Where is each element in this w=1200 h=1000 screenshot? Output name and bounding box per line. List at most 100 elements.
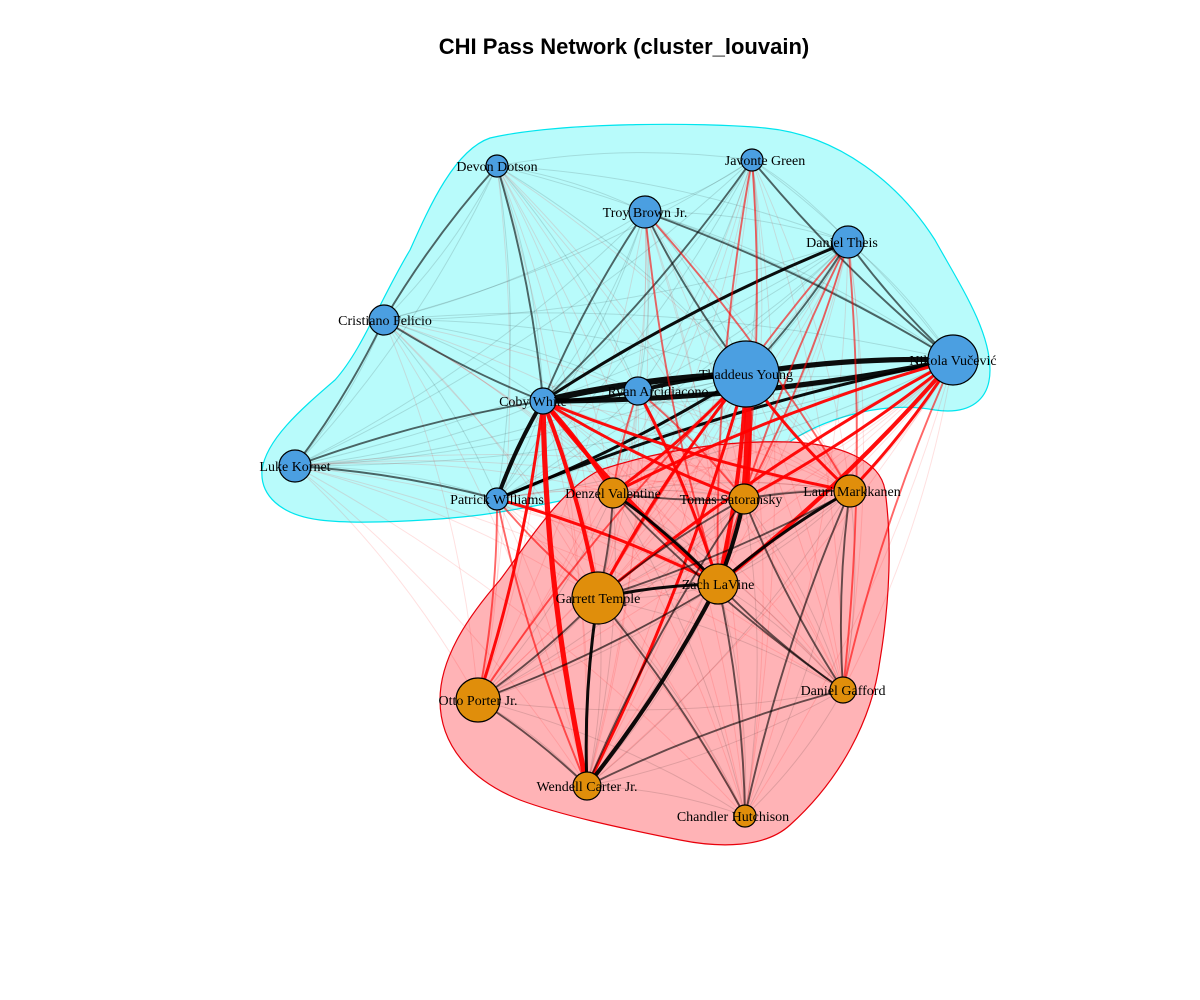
background-edge (644, 211, 746, 817)
background-edge (744, 159, 776, 817)
background-edge (383, 319, 498, 500)
background-edge (496, 165, 746, 817)
label-troy-brown-jr: Troy Brown Jr. (603, 206, 688, 221)
pass-edge-garrett-temple-lauri-markkanen (597, 490, 851, 599)
background-edge (496, 165, 747, 375)
background-edge (586, 785, 746, 817)
background-edge (383, 312, 954, 361)
background-edge (294, 454, 851, 492)
background-edge (612, 159, 753, 494)
background-edge (294, 159, 753, 467)
background-edge (294, 465, 719, 585)
pass-edge-tomas-satoransky-wendell-carter-jr (586, 498, 745, 787)
background-edge (496, 165, 639, 392)
label-javonte-green: Javonte Green (725, 154, 805, 169)
node-daniel-gafford (829, 676, 857, 704)
page-title: CHI Pass Network (cluster_louvain) (438, 34, 810, 59)
pass-edge-devon-dotson-cristiano-felicio (383, 165, 498, 321)
background-edge (842, 241, 864, 691)
background-edge (496, 165, 511, 500)
background-edge (744, 689, 844, 817)
pass-edge-wendell-carter-jr-daniel-gafford (586, 689, 844, 787)
background-edge (496, 359, 954, 500)
pass-edge-daniel-theis-garrett-temple (597, 241, 849, 599)
background-edge (477, 498, 499, 701)
background-edge (294, 465, 588, 787)
pass-edge-coby-white-troy-brown-jr (542, 211, 646, 402)
pass-edge-thaddeus-young-otto-porter-jr (477, 373, 747, 701)
background-edge (542, 400, 719, 585)
background-edge (383, 165, 498, 321)
background-edge (745, 373, 844, 691)
background-edge (496, 241, 849, 500)
node-javonte-green (740, 148, 764, 172)
background-edge (477, 165, 511, 701)
background-edge (496, 165, 544, 402)
background-edge (496, 165, 646, 213)
background-edge (383, 319, 639, 392)
background-edge (612, 211, 647, 494)
background-edge (383, 319, 479, 701)
pass-edge-patrick-williams-wendell-carter-jr (496, 498, 588, 787)
background-edge (294, 319, 385, 467)
node-thaddeus-young (712, 340, 780, 408)
background-edge (383, 319, 614, 494)
background-edge (717, 241, 849, 585)
background-edge (542, 211, 646, 402)
background-edge (294, 465, 844, 691)
background-edge (644, 211, 954, 361)
background-edge (597, 597, 844, 691)
background-edge (496, 165, 614, 494)
node-coby-white (529, 387, 557, 415)
label-luke-kornet: Luke Kornet (259, 460, 330, 475)
background-edge (597, 211, 647, 599)
node-chandler-hutchison (733, 804, 757, 828)
node-daniel-theis (831, 225, 865, 259)
background-edge (496, 165, 599, 599)
node-zach-lavine (697, 563, 739, 605)
pass-edge-coby-white-cristiano-felicio (383, 319, 544, 402)
background-edge (751, 159, 851, 492)
player-nodes (278, 148, 979, 828)
label-ryan-arcidiacono: Ryan Arcidiacono (608, 385, 709, 400)
background-edge (383, 319, 544, 402)
background-edge (744, 241, 849, 817)
pass-edge-daniel-theis-tomas-satoransky (743, 241, 849, 500)
pass-edge-lauri-markkanen-daniel-gafford (839, 490, 851, 691)
background-edge (496, 152, 753, 167)
background-edge (294, 211, 646, 467)
background-edge (586, 359, 954, 787)
label-daniel-theis: Daniel Theis (806, 236, 878, 251)
node-nikola-vucevic (927, 334, 979, 386)
label-wendell-carter-jr: Wendell Carter Jr. (536, 780, 637, 795)
pass-edge-daniel-theis-daniel-gafford (842, 241, 858, 691)
background-edge (644, 211, 849, 243)
background-edge (496, 390, 639, 500)
background-edge (717, 583, 747, 817)
node-wendell-carter-jr (572, 771, 602, 801)
background-edge (847, 241, 860, 492)
background-edge (294, 400, 544, 467)
background-edge (383, 319, 599, 599)
label-chandler-hutchison: Chandler Hutchison (677, 810, 789, 825)
node-luke-kornet (278, 449, 312, 483)
background-edge (542, 241, 849, 402)
pass-edge-chandler-hutchison-lauri-markkanen (744, 490, 851, 817)
label-tomas-satoransky: Tomas Satoransky (680, 493, 783, 508)
pass-edge-zach-lavine-otto-porter-jr (477, 583, 719, 701)
pass-edge-chandler-hutchison-garrett-temple (597, 597, 746, 817)
background-edge (477, 583, 719, 701)
background-edge (597, 373, 747, 599)
background-edge (542, 159, 753, 402)
background-edge (294, 465, 599, 599)
label-daniel-gafford: Daniel Gafford (801, 684, 886, 699)
pass-edge-coby-white-luke-kornet (294, 400, 544, 467)
label-nikola-vucevic: Nikola Vučević (909, 354, 996, 369)
background-edge (477, 400, 544, 701)
background-edge (597, 159, 753, 599)
background-edge (542, 400, 844, 691)
pass-edge-troy-brown-jr-nikola-vucevic (644, 211, 954, 361)
background-edge (294, 465, 479, 701)
background-edge (496, 165, 849, 243)
